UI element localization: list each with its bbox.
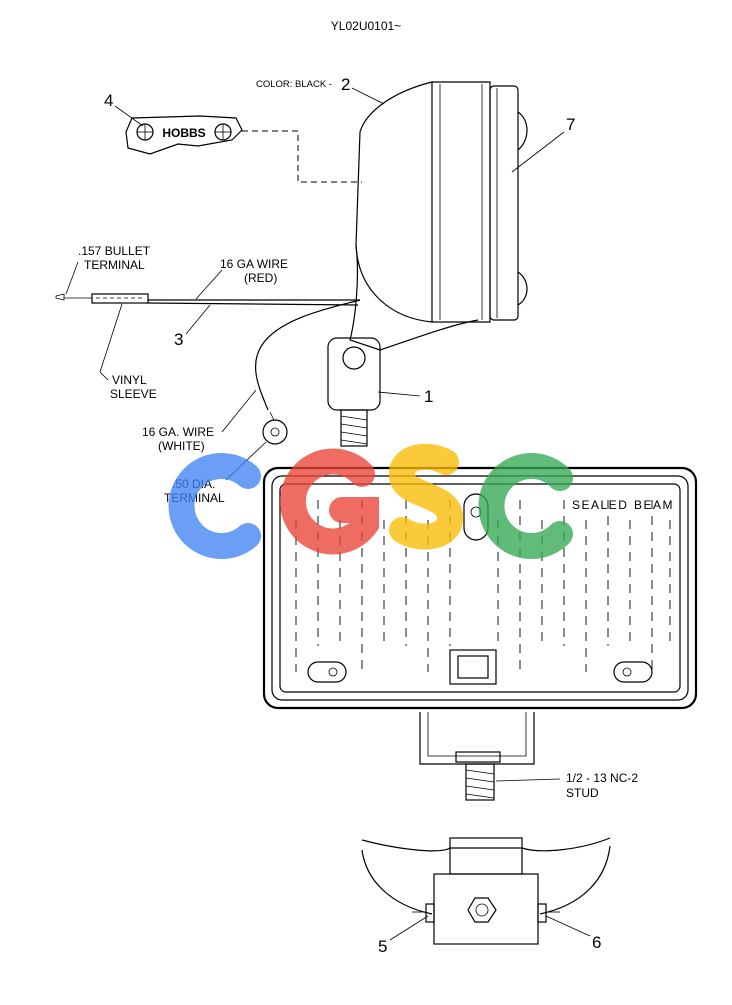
bottom-bracket	[361, 837, 611, 945]
callout-2: 2	[341, 75, 350, 94]
watermark-letter-s	[389, 443, 463, 550]
red-wire-label-1: 16 GA WIRE	[220, 257, 288, 271]
callout-7: 7	[566, 115, 575, 134]
red-wire-label-2: (RED)	[244, 271, 277, 285]
watermark-logo	[168, 443, 573, 559]
lamp-housing	[349, 81, 528, 351]
wire-harness	[55, 293, 361, 445]
callout-5: 5	[378, 937, 387, 956]
bullet-label-1: .157 BULLET	[78, 244, 151, 258]
watermark-letter-c1	[168, 453, 261, 559]
watermark-letter-c2	[478, 453, 573, 559]
vinyl-label-2: SLEEVE	[110, 387, 157, 401]
callout-6: 6	[592, 933, 601, 952]
sealed-label: SEALED	[572, 498, 628, 512]
mount-clamp	[327, 337, 381, 447]
white-wire-label-2: (WHITE)	[158, 439, 205, 453]
bullet-label-2: TERMINAL	[84, 258, 145, 272]
watermark-letter-g	[279, 448, 379, 555]
callout-3: 3	[174, 330, 183, 349]
lamp-front-view: SEALED BEAM	[262, 466, 698, 801]
beam-label: BEAM	[634, 498, 674, 512]
hobbs-label: HOBBS	[162, 126, 205, 140]
hobbs-plate: HOBBS	[125, 115, 362, 183]
stud-label-1: 1/2 - 13 NC-2	[566, 771, 638, 785]
callout-4: 4	[104, 91, 113, 110]
white-wire-label-1: 16 GA. WIRE	[142, 425, 214, 439]
drawing-id: YL02U0101~	[331, 19, 401, 33]
callout-1: 1	[424, 387, 433, 406]
color-label: COLOR: BLACK -	[256, 79, 332, 90]
vinyl-label-1: VINYL	[112, 373, 147, 387]
stud-label-2: STUD	[566, 786, 599, 800]
